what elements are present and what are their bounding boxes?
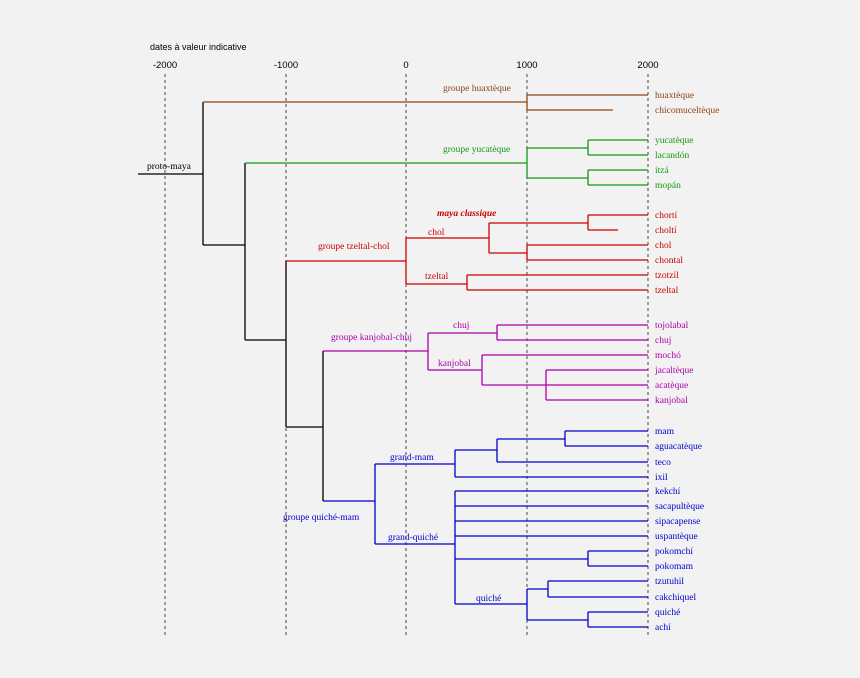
group-tzeltal-chol-label: groupe tzeltal-chol — [318, 242, 390, 252]
leaf-acateque: acatèque — [655, 381, 688, 391]
leaf-pokomam: pokomam — [655, 562, 694, 572]
grand-mam-label: grand-mam — [390, 453, 434, 463]
leaf-mam: mam — [655, 427, 675, 437]
leaf-kekchi: kekchí — [655, 487, 681, 497]
leaf-tzotzil: tzotzil — [655, 271, 679, 281]
kanjobal-chuj-branches — [323, 324, 648, 401]
huaxteque-branches — [203, 94, 648, 111]
chol-subgroup-label: chol — [428, 228, 445, 238]
leaf-itza: itzá — [655, 166, 669, 176]
proto-maya-label: proto-maya — [147, 162, 192, 172]
leaf-mopan: mopán — [655, 181, 681, 191]
tzeltal-chol-branches — [286, 214, 648, 291]
leaf-chuj: chuj — [655, 336, 671, 346]
tick-label-0: 0 — [403, 60, 408, 71]
quiche-mam-branches — [323, 430, 648, 628]
leaf-tzeltal: tzeltal — [655, 286, 679, 296]
leaf-achi: achí — [655, 623, 671, 633]
group-huaxteque-label: groupe huaxtèque — [443, 84, 511, 94]
quiche-subgroup-label: quiché — [476, 594, 501, 604]
maya-classique-label: maya classique — [437, 209, 497, 219]
leaf-pokomchi: pokomchí — [655, 547, 693, 557]
tick-label-2000: 2000 — [637, 60, 658, 71]
leaf-ixil: ixil — [655, 473, 668, 483]
leaf-mocho: mochó — [655, 351, 681, 361]
leaf-chorti: chortí — [655, 211, 678, 221]
leaf-aguacateque: aguacatèque — [655, 442, 702, 452]
leaf-uspanteque: uspantèque — [655, 532, 698, 542]
tick-label-minus-2000: -2000 — [153, 60, 177, 71]
leaf-lacandon: lacandón — [655, 151, 690, 161]
leaf-sacapulteque: sacapultèque — [655, 502, 704, 512]
tick-label-minus-1000: -1000 — [274, 60, 298, 71]
tick-label-1000: 1000 — [516, 60, 537, 71]
leaf-kanjobal: kanjobal — [655, 396, 688, 406]
leaf-sipacapense: sipacapense — [655, 517, 700, 527]
yucateque-branches — [245, 139, 648, 186]
leaf-yucateque: yucatèque — [655, 136, 694, 146]
leaf-chontal: chontal — [655, 256, 683, 266]
leaf-cakchiquel: cakchiquel — [655, 593, 697, 603]
leaf-cholti: choltí — [655, 226, 677, 236]
leaf-huaxteque: huaxtèque — [655, 91, 694, 101]
chuj-subgroup-label: chuj — [453, 321, 469, 331]
tzeltal-subgroup-label: tzeltal — [425, 272, 449, 282]
leaf-tzutuhil: tzutuhil — [655, 577, 684, 587]
group-yucateque-label: groupe yucatèque — [443, 145, 510, 155]
leaf-teco: teco — [655, 458, 671, 468]
group-quiche-mam-label: groupe quiché-mam — [283, 513, 360, 523]
leaf-chicomucelteque: chicomuceltèque — [655, 106, 719, 116]
leaf-chol: chol — [655, 241, 672, 251]
grand-quiche-label: grand-quiché — [388, 533, 438, 543]
leaf-tojolabal: tojolabal — [655, 321, 689, 331]
root-branches — [138, 102, 324, 501]
group-kanjobal-chuj-label: groupe kanjobal-chuj — [331, 333, 412, 343]
leaf-jacalteque: jacaltèque — [654, 366, 694, 376]
kanjobal-subgroup-label: kanjobal — [438, 359, 471, 369]
axis-title: dates à valeur indicative — [150, 42, 247, 52]
leaf-quiche: quiché — [655, 608, 680, 618]
